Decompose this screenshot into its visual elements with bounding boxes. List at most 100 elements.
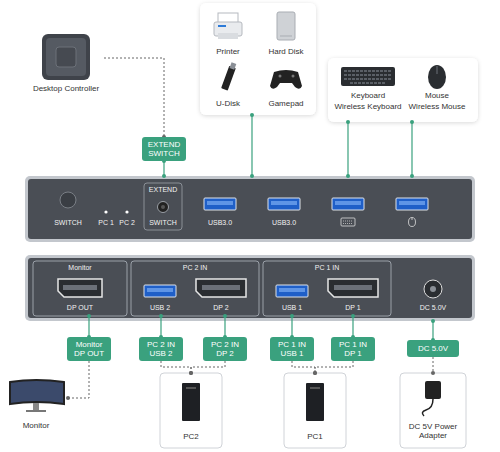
device-label: U-Disk — [216, 99, 240, 108]
connector-dot — [313, 371, 317, 375]
panel-label: DC 5.0V — [420, 304, 446, 312]
printer-icon — [218, 33, 238, 39]
port-tag: Monitor DP OUT — [67, 337, 111, 361]
panel-label: USB3.0 — [208, 219, 232, 227]
power-adapter-icon — [425, 381, 441, 399]
connector-line — [251, 115, 252, 176]
usb-port — [276, 285, 308, 297]
connector — [431, 319, 435, 342]
connector-dot — [290, 314, 294, 318]
panel-label: EXTEND — [149, 186, 177, 194]
connector-line — [433, 357, 434, 373]
connector — [431, 357, 435, 375]
connector-dot — [66, 396, 70, 400]
connector-dot — [346, 174, 350, 178]
port-group-outline — [131, 261, 259, 316]
hard-disk-icon — [277, 12, 295, 40]
usb-port — [147, 288, 173, 292]
device-label: Printer — [216, 47, 240, 56]
port-tag: PC 1 IN USB 1 — [270, 337, 314, 361]
pc-box: PC1 — [284, 373, 346, 448]
connector-dot — [431, 371, 435, 375]
connector-line — [411, 122, 412, 176]
desktop-controller-icon — [42, 34, 90, 80]
front-panel — [25, 176, 475, 242]
device-label: Desktop Controller — [33, 84, 99, 93]
hard-disk-icon — [277, 12, 295, 40]
front-panel — [25, 176, 475, 242]
monitor-icon — [26, 410, 46, 412]
dc-jack — [424, 280, 442, 298]
switch-button — [60, 192, 76, 208]
connector-dot — [87, 314, 91, 318]
dc-jack — [430, 286, 436, 292]
usb-port — [399, 201, 425, 205]
panel-label: PC 1 IN — [315, 264, 340, 272]
device-label: Gamepad — [268, 99, 303, 108]
dp-port — [196, 279, 246, 297]
connector-dot — [410, 174, 414, 178]
pc-tower-icon — [186, 387, 196, 389]
power-adapter-icon — [422, 399, 433, 416]
panel-label: Monitor — [68, 264, 91, 272]
monitor-icon — [10, 380, 64, 404]
gamepad-icon — [270, 70, 302, 89]
panel-label: PC 2 IN — [183, 264, 208, 272]
connector — [250, 113, 254, 178]
mouse-symbol — [409, 218, 416, 227]
peripheral-card: Printer Hard DiskU-Disk Gamepad — [200, 3, 316, 115]
panel-label: SWITCH — [149, 219, 177, 227]
mouse-symbol — [409, 218, 416, 227]
panel-label: SWITCH — [54, 219, 82, 227]
tag-label: PC 2 IN DP 2 — [208, 340, 243, 358]
back-panel — [28, 258, 472, 318]
tag-label: Monitor DP OUT — [72, 340, 107, 358]
connector-line — [224, 316, 225, 337]
extend-jack — [161, 205, 165, 209]
extend-jack — [158, 202, 169, 213]
hard-disk-icon — [280, 36, 292, 37]
back-panel: DC 5.0V Monitor DP OUT PC 2 INUSB 2DP 2 PC 1… — [25, 255, 475, 321]
connector-dot — [159, 314, 163, 318]
dp-port — [63, 285, 97, 290]
port-group: Monitor DP OUT — [33, 261, 127, 316]
usb-port — [268, 198, 300, 210]
extend-jack — [144, 183, 182, 230]
device-label: Monitor — [23, 421, 50, 430]
connector-line — [347, 122, 348, 176]
monitor-device: Monitor — [6, 375, 68, 433]
connector-line — [292, 361, 315, 373]
connector — [162, 159, 166, 178]
dp-port — [202, 285, 240, 290]
usb-port — [396, 198, 428, 210]
connector-dot — [189, 371, 193, 375]
back-panel — [25, 255, 475, 321]
device-label: Hard Disk — [268, 47, 303, 56]
connector-dot — [223, 314, 227, 318]
connector — [313, 361, 353, 375]
tag-label: PC 1 IN USB 1 — [275, 340, 310, 358]
panel-label: USB 1 — [282, 304, 302, 312]
connector — [290, 314, 294, 339]
device-label: PC1 — [307, 432, 323, 441]
device-label: Wireless Keyboard — [334, 102, 401, 111]
port-group: PC 2 INUSB 2DP 2 — [131, 261, 259, 316]
dp-port — [334, 285, 372, 290]
connector-line — [161, 361, 191, 373]
led — [104, 210, 128, 213]
mouse-icon — [428, 65, 446, 89]
u-disk-icon — [230, 62, 237, 69]
connector — [87, 314, 91, 339]
panel-label: PC 2 — [119, 219, 135, 227]
mouse-item: MouseWireless Mouse — [407, 60, 469, 122]
pc-tower-icon — [306, 383, 324, 421]
adapter-box: DC 5V Power Adapter — [400, 373, 466, 448]
connector-line — [163, 161, 164, 176]
device-label: Mouse — [425, 91, 449, 100]
panel-label: DP OUT — [67, 304, 93, 312]
connector-line — [68, 361, 89, 398]
port-group-outline — [33, 261, 127, 316]
connector-dot — [431, 319, 435, 323]
